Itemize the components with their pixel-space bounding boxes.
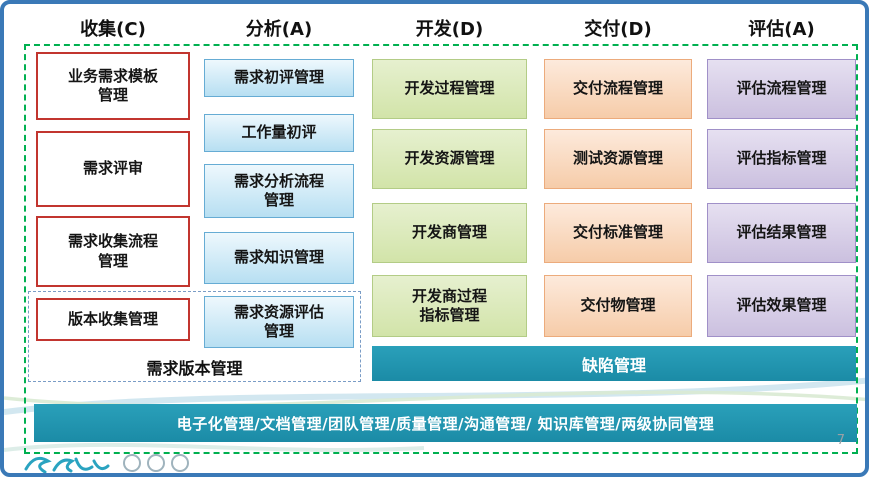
box-collect-template: 业务需求模板 管理 (36, 52, 190, 120)
defect-management-bar: 缺陷管理 (372, 346, 856, 381)
version-group-label: 需求版本管理 (146, 359, 243, 378)
box-analyze-workload: 工作量初评 (204, 114, 354, 152)
box-evaluate-metric: 评估指标管理 (707, 129, 856, 189)
box-evaluate-effect: 评估效果管理 (707, 275, 856, 337)
column-header-evaluate: 评估(A) (748, 19, 815, 40)
box-deliver-test: 测试资源管理 (544, 129, 692, 189)
page-number: 7 (836, 433, 845, 448)
box-develop-vendor-kpi: 开发商过程 指标管理 (372, 275, 527, 337)
box-analyze-process: 需求分析流程 管理 (204, 164, 354, 218)
box-develop-process: 开发过程管理 (372, 59, 527, 119)
box-evaluate-process: 评估流程管理 (707, 59, 856, 119)
column-header-deliver: 交付(D) (584, 19, 652, 40)
box-deliver-standard: 交付标准管理 (544, 203, 692, 263)
column-header-collect: 收集(C) (80, 19, 146, 40)
box-develop-resource: 开发资源管理 (372, 129, 527, 189)
box-analyze-initial-eval: 需求初评管理 (204, 59, 354, 97)
foundation-bar: 电子化管理/文档管理/团队管理/质量管理/沟通管理/ 知识库管理/两级协同管理 (34, 404, 857, 442)
box-develop-vendor: 开发商管理 (372, 203, 527, 263)
logo (24, 454, 189, 473)
box-analyze-knowledge: 需求知识管理 (204, 232, 354, 284)
box-analyze-resource-eval: 需求资源评估 管理 (204, 296, 354, 348)
box-evaluate-result: 评估结果管理 (707, 203, 856, 263)
box-deliver-artifact: 交付物管理 (544, 275, 692, 337)
column-header-develop: 开发(D) (415, 19, 484, 40)
box-collect-process: 需求收集流程 管理 (36, 216, 190, 287)
column-header-analyze: 分析(A) (245, 19, 313, 40)
box-collect-review: 需求评审 (36, 131, 190, 207)
box-deliver-process: 交付流程管理 (544, 59, 692, 119)
version-group-box (28, 291, 361, 382)
box-collect-version: 版本收集管理 (36, 298, 190, 341)
diagram-dashed-frame (24, 44, 858, 454)
